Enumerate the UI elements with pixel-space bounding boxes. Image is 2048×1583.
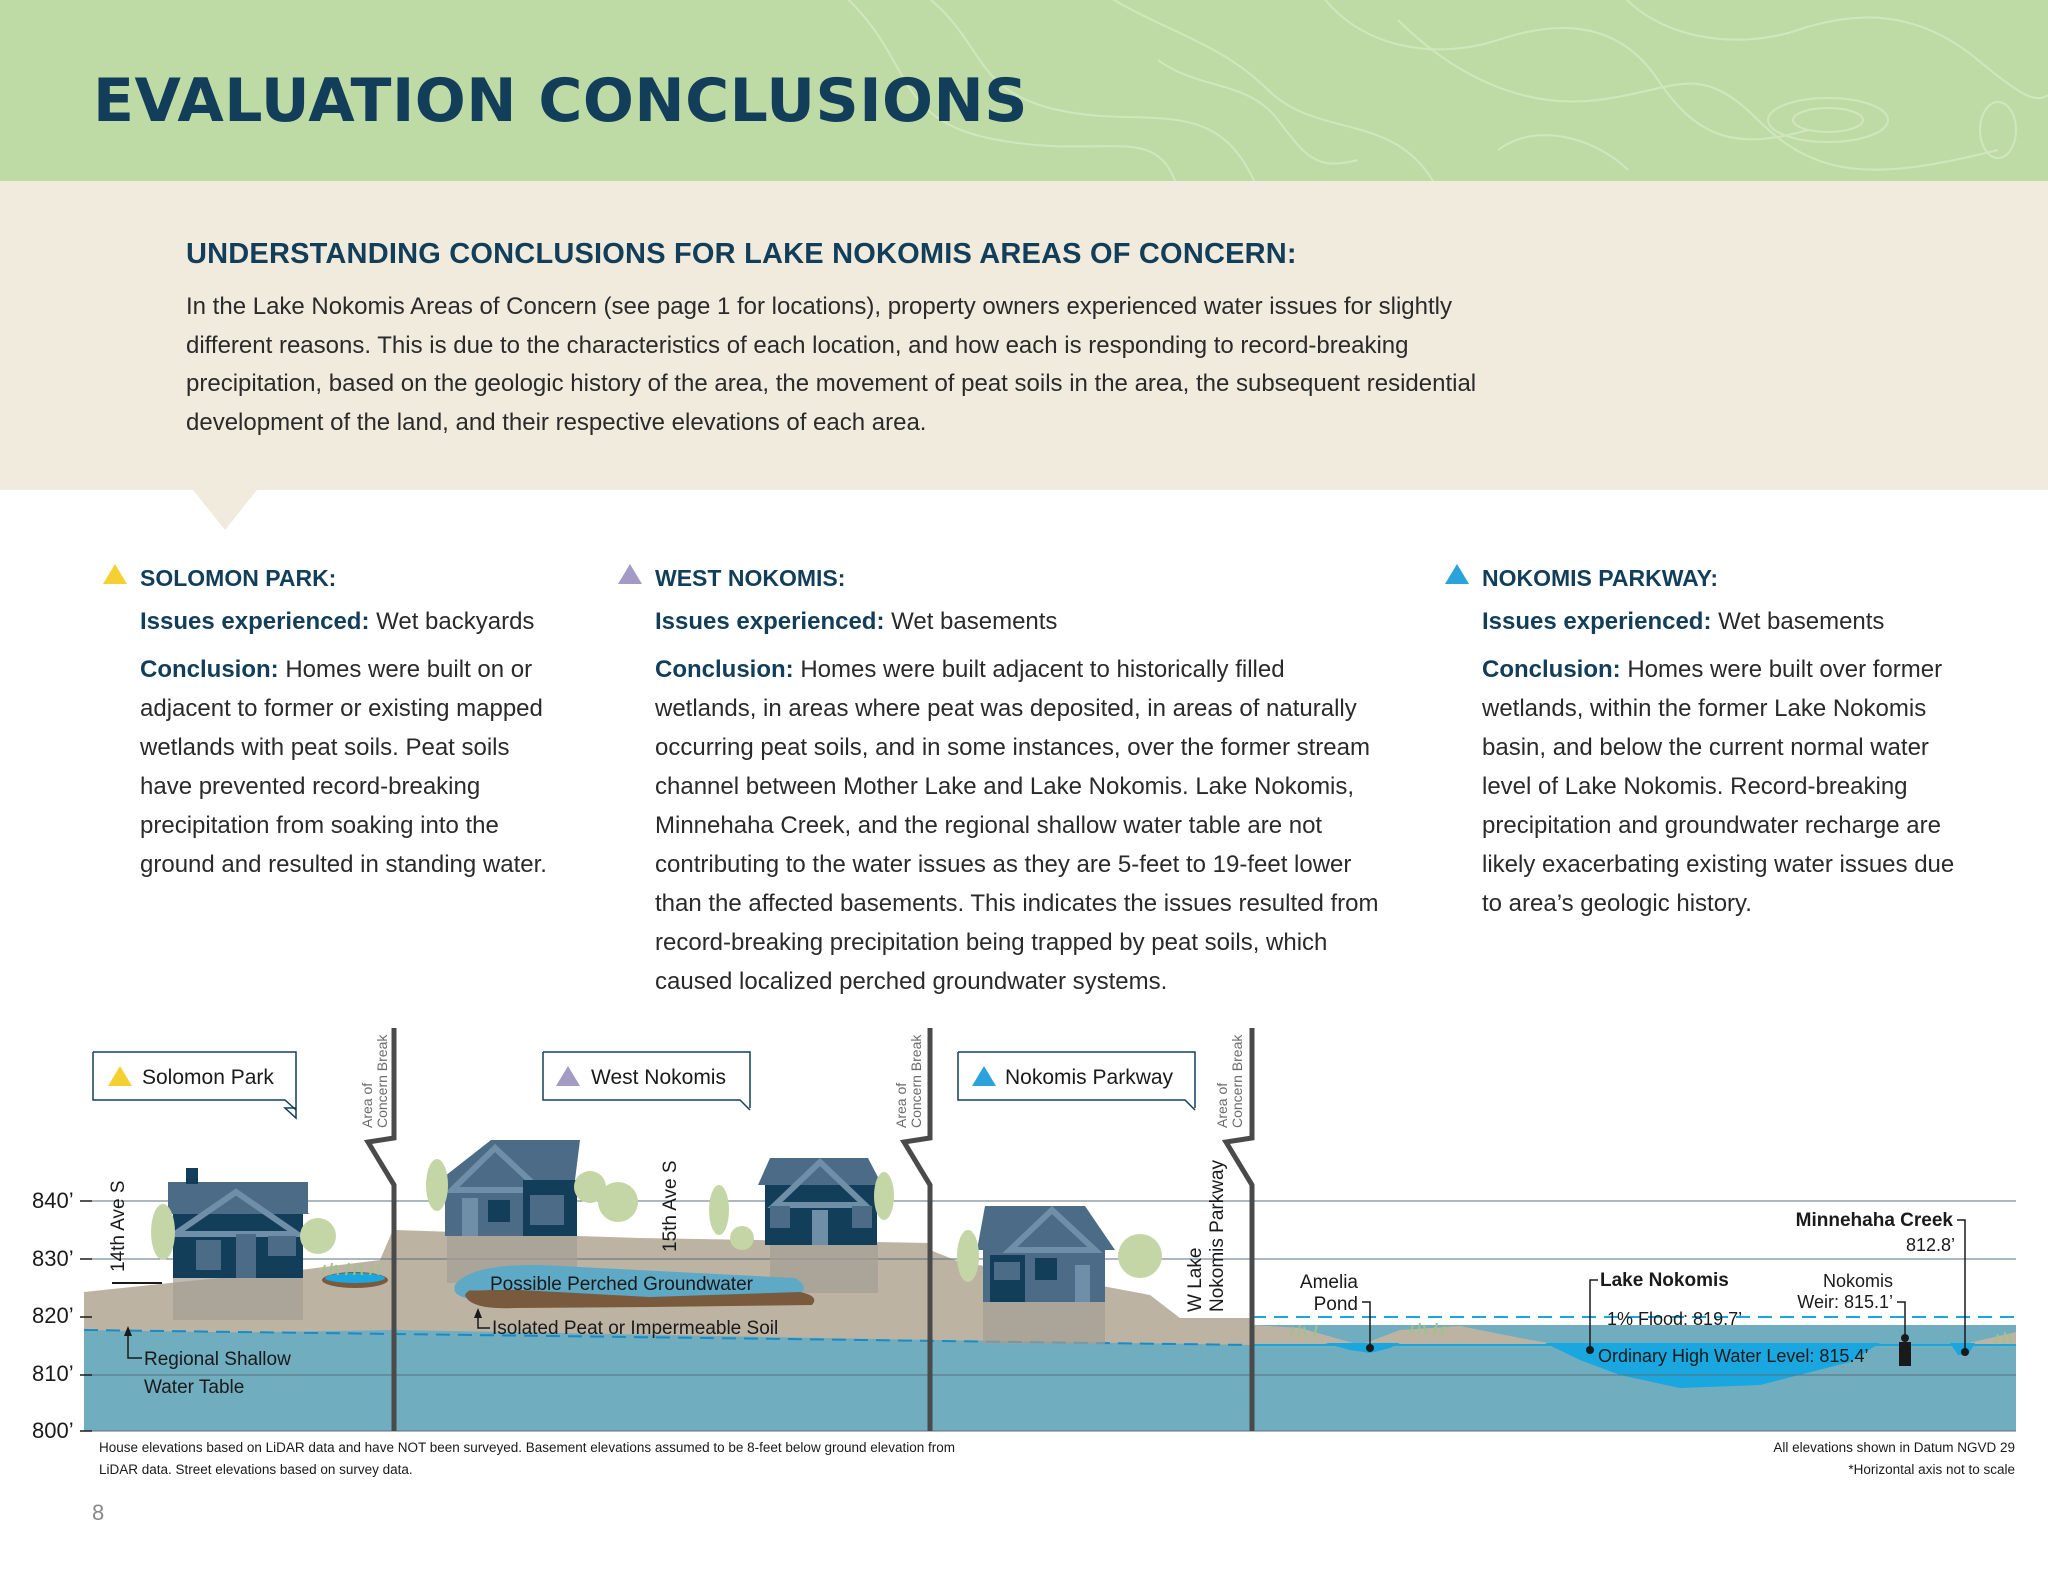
footnote-left: House elevations based on LiDAR data and… [99, 1440, 956, 1477]
regional-water-table [84, 1330, 2016, 1431]
area-title: NOKOMIS PARKWAY: [1482, 565, 1718, 591]
street-label: 14th Ave S [108, 1180, 129, 1272]
weir-structure [1899, 1342, 1911, 1366]
conclusion-label: Conclusion: [1482, 656, 1621, 683]
area-heading: WEST NOKOMIS: [618, 560, 1388, 591]
area-break-line [1221, 1028, 1255, 1431]
peat-label: Isolated Peat or Impermeable Soil [492, 1318, 778, 1339]
yellow-triangle-icon [103, 564, 127, 584]
street-label: W Lake [1185, 1248, 1206, 1312]
issues-label: Issues experienced: [140, 608, 370, 635]
area-break-label: Concern Break [908, 1034, 924, 1128]
intro-body: In the Lake Nokomis Areas of Concern (se… [186, 293, 1477, 436]
intro-heading: UNDERSTANDING CONCLUSIONS FOR LAKE NOKOM… [186, 238, 1297, 270]
house [758, 1157, 882, 1245]
amelia-pond-label: Amelia [1300, 1272, 1359, 1293]
tree [957, 1230, 1162, 1282]
area-title: WEST NOKOMIS: [655, 565, 846, 591]
conclusion-text: Homes were built over former wetlands, w… [1482, 656, 1955, 917]
blue-triangle-icon [1445, 564, 1469, 584]
intro-panel: UNDERSTANDING CONCLUSIONS FOR LAKE NOKOM… [0, 181, 2048, 490]
basement [173, 1270, 303, 1320]
footnote-right-line: All elevations shown in Datum NGVD 29 [1773, 1440, 2015, 1455]
purple-triangle-icon [618, 564, 642, 584]
elevation-tick-label: 800’ [32, 1418, 74, 1440]
tree [426, 1159, 894, 1250]
perched-groundwater-label: Possible Perched Groundwater [490, 1274, 754, 1295]
weir-label: Nokomis [1823, 1271, 1893, 1291]
grass-tufts [321, 1262, 2012, 1345]
issues-label: Issues experienced: [1482, 608, 1712, 635]
area-solomon-park: SOLOMON PARK: Issues experienced: Wet ba… [103, 560, 563, 878]
conclusion-label: Conclusion: [655, 656, 794, 683]
area-break-line [899, 1028, 933, 1431]
ohwl-label: Ordinary High Water Level: 815.4’ [1598, 1346, 1868, 1366]
area-title: SOLOMON PARK: [140, 565, 337, 591]
issues-line: Issues experienced: Wet backyards [140, 608, 570, 636]
issues-label: Issues experienced: [655, 608, 885, 635]
callout-label: Nokomis Parkway [1005, 1066, 1174, 1089]
area-heading: NOKOMIS PARKWAY: [1445, 560, 2005, 591]
amelia-pond-label: Pond [1314, 1294, 1358, 1315]
footnote-right-line: *Horizontal axis not to scale [1848, 1462, 2015, 1477]
purple-triangle-icon [556, 1066, 580, 1086]
street-label: Nokomis Parkway [1207, 1159, 1228, 1312]
issues-value: Wet backyards [376, 608, 535, 635]
area-west-nokomis: WEST NOKOMIS: Issues experienced: Wet ba… [618, 560, 1388, 995]
flood-label: 1% Flood: 819.7’ [1607, 1309, 1742, 1329]
street-label: 15th Ave S [660, 1160, 681, 1252]
callout-west-nokomis: West Nokomis [542, 1051, 751, 1111]
issues-line: Issues experienced: Wet basements [655, 608, 1355, 636]
elevation-tick-label: 810’ [32, 1361, 74, 1386]
conclusion-text: Homes were built adjacent to historicall… [655, 656, 1379, 995]
conclusion-block: Conclusion: Homes were built adjacent to… [655, 650, 1385, 1001]
callout-nokomis-parkway: Nokomis Parkway [957, 1051, 1196, 1111]
peat-layer [465, 1287, 815, 1309]
area-break-label: Concern Break [374, 1034, 390, 1128]
area-nokomis-parkway: NOKOMIS PARKWAY: Issues experienced: Wet… [1445, 560, 2005, 917]
header-banner: EVALUATION CONCLUSIONS [0, 0, 2048, 181]
issues-value: Wet basements [1718, 608, 1885, 635]
house [977, 1205, 1115, 1302]
elevation-tick-label: 820’ [32, 1303, 74, 1328]
page-number: 8 [92, 1500, 105, 1525]
creek-label: Minnehaha Creek [1796, 1210, 1954, 1231]
area-break-label: Area of [359, 1083, 375, 1128]
elevation-tick-label: 840’ [32, 1188, 74, 1213]
area-break-label: Area of [1214, 1083, 1230, 1128]
area-heading: SOLOMON PARK: [103, 560, 563, 591]
page-title: EVALUATION CONCLUSIONS [93, 66, 1028, 136]
water-table-label: Regional Shallow [144, 1349, 291, 1370]
area-break-label: Area of [893, 1083, 909, 1128]
issues-line: Issues experienced: Wet basements [1482, 608, 1982, 636]
blue-triangle-icon [972, 1066, 996, 1086]
conclusion-text: Homes were built on or adjacent to forme… [140, 656, 547, 878]
lake-nokomis-label: Lake Nokomis [1600, 1270, 1729, 1291]
elevation-tick-label: 830’ [32, 1246, 74, 1271]
tree [151, 1204, 336, 1260]
callout-label: West Nokomis [591, 1066, 726, 1089]
footnote-right: All elevations shown in Datum NGVD 29 *H… [1773, 1437, 2015, 1481]
creek-label: 812.8’ [1906, 1235, 1955, 1255]
issues-value: Wet basements [891, 608, 1058, 635]
conclusion-block: Conclusion: Homes were built over former… [1482, 650, 1972, 923]
callout-label: Solomon Park [142, 1066, 274, 1089]
cross-section-diagram: 840’ 830’ 820’ 810’ 800’ 14th Ave S Regi… [32, 1028, 2016, 1440]
lake-nokomis-water [1545, 1343, 1880, 1388]
topographic-pattern [847, 0, 2048, 181]
intro-pointer [193, 490, 257, 530]
yellow-triangle-icon [108, 1066, 132, 1086]
conclusion-block: Conclusion: Homes were built on or adjac… [140, 650, 555, 884]
area-break-line [363, 1028, 397, 1431]
callout-solomon-park: Solomon Park [92, 1051, 297, 1120]
weir-label: Weir: 815.1’ [1797, 1292, 1893, 1312]
house [440, 1140, 580, 1236]
house [165, 1168, 310, 1278]
conclusion-label: Conclusion: [140, 656, 279, 683]
water-table-label: Water Table [144, 1377, 244, 1398]
area-break-label: Concern Break [1229, 1034, 1245, 1128]
